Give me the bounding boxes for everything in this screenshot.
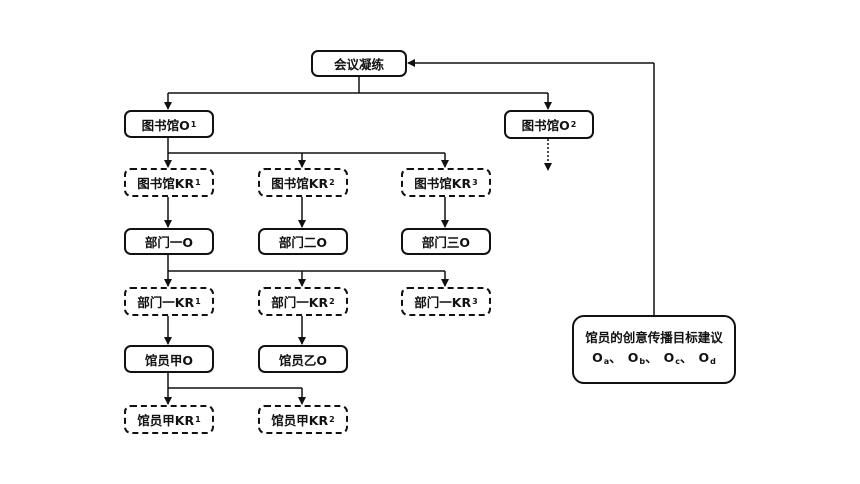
- creative-item-d: Od: [698, 348, 715, 372]
- skr1-label: 馆员甲KR: [137, 413, 195, 428]
- kr1-sub: 1: [195, 178, 201, 187]
- library2-label: 图书馆O: [521, 118, 570, 133]
- creative-item-b: Ob、: [628, 348, 658, 372]
- library2-sub: 2: [570, 120, 577, 129]
- staffB-label: 馆员乙O: [278, 352, 328, 368]
- creative-item-c: Oc、: [664, 348, 693, 372]
- dept2-node: 部门二O: [258, 228, 348, 255]
- meeting-label: 会议凝练: [333, 57, 384, 72]
- creative-node: 馆员的创意传播目标建议 Oa、 Ob、 Oc、 Od: [572, 315, 736, 384]
- library1-label: 图书馆O: [141, 117, 190, 133]
- kr3-label: 图书馆KR: [414, 176, 472, 191]
- dkr3-label: 部门一KR: [414, 295, 472, 310]
- dept1-node: 部门一O: [124, 228, 214, 255]
- library1-sub: 1: [190, 119, 197, 129]
- meeting-node: 会议凝练: [311, 50, 407, 77]
- skr2-label: 馆员甲KR: [271, 413, 329, 428]
- dept3-node: 部门三O: [401, 228, 491, 255]
- dkr2-sub: 2: [329, 297, 335, 306]
- creative-items: Oa、 Ob、 Oc、 Od: [589, 348, 719, 372]
- creative-item-c-label: O: [663, 349, 675, 365]
- creative-item-d-label: O: [698, 349, 710, 365]
- creative-item-d-sub: d: [710, 356, 716, 366]
- dept3-label: 部门三O: [421, 235, 471, 250]
- creative-item-c-sep: 、: [679, 349, 693, 365]
- dkr1-label: 部门一KR: [137, 295, 195, 310]
- staffA-label: 馆员甲O: [144, 352, 194, 368]
- dkr3-sub: 3: [472, 297, 478, 306]
- kr1-label: 图书馆KR: [137, 176, 195, 191]
- dkr2-label: 部门一KR: [271, 295, 329, 310]
- creative-item-a: Oa、: [592, 348, 622, 372]
- creative-item-c-sub: c: [675, 356, 680, 366]
- skr2-sub: 2: [329, 415, 335, 424]
- skr1-sub: 1: [195, 415, 201, 424]
- kr3-sub: 3: [472, 178, 478, 187]
- creative-item-a-sub: a: [603, 356, 610, 366]
- dept1-label: 部门一O: [144, 235, 194, 250]
- creative-item-b-label: O: [627, 349, 639, 365]
- kr2-sub: 2: [329, 178, 335, 187]
- staffB-node: 馆员乙O: [258, 345, 348, 373]
- dkr1-sub: 1: [195, 297, 201, 306]
- kr2-label: 图书馆KR: [271, 176, 329, 191]
- creative-title: 馆员的创意传播目标建议: [585, 329, 723, 345]
- staffA-node: 馆员甲O: [124, 345, 214, 373]
- creative-item-b-sub: b: [639, 356, 646, 366]
- creative-item-a-sep: 、: [609, 349, 622, 365]
- creative-item-a-label: O: [592, 349, 603, 365]
- creative-item-b-sep: 、: [645, 349, 658, 365]
- dept2-label: 部门二O: [278, 235, 328, 250]
